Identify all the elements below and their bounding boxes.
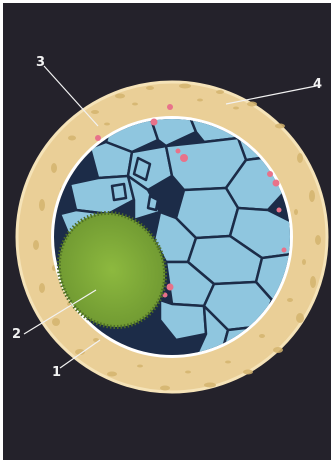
callout-label-2: 2 [12,327,21,342]
callout-label-3: 3 [36,55,45,70]
callout-label-1: 1 [52,365,61,380]
callout-label-4: 4 [313,77,322,92]
